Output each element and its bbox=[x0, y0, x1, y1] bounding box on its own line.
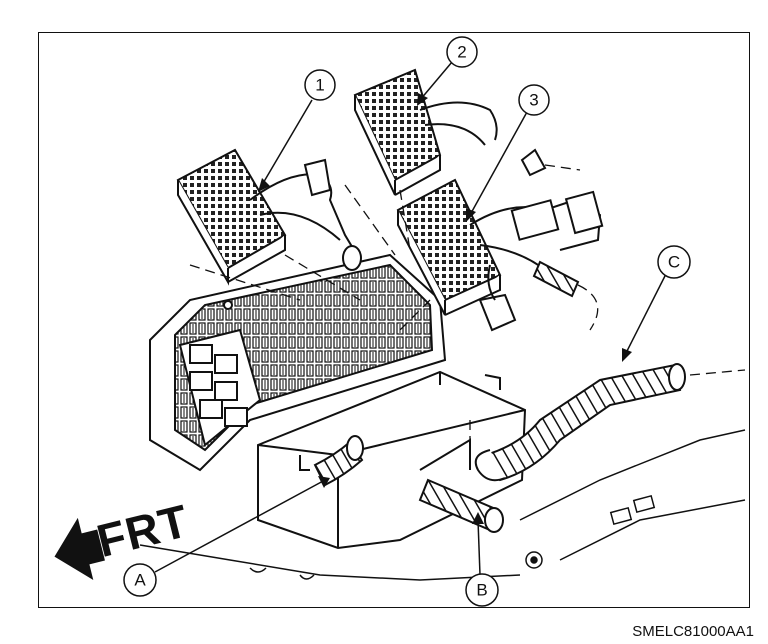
callout-1: 1 bbox=[304, 69, 336, 101]
leader-lines bbox=[154, 61, 669, 576]
callout-2-label: 2 bbox=[457, 42, 466, 61]
callout-3-label: 3 bbox=[529, 90, 538, 109]
callout-1-label: 1 bbox=[315, 75, 324, 94]
callout-a: A bbox=[123, 563, 157, 597]
front-direction-label: FRT bbox=[92, 494, 194, 567]
callout-c-label: C bbox=[668, 252, 680, 271]
callout-b-label: B bbox=[476, 580, 487, 599]
harness-c-tube bbox=[474, 363, 686, 482]
vehicle-body-outline bbox=[139, 429, 746, 581]
callout-2: 2 bbox=[446, 36, 478, 68]
figure-frame bbox=[38, 32, 750, 608]
front-direction-indicator: FRT bbox=[54, 494, 194, 580]
harness-a-tube bbox=[313, 435, 364, 487]
connector-3-block bbox=[396, 148, 604, 332]
leader-arrowheads bbox=[258, 93, 632, 524]
front-arrow-icon bbox=[54, 517, 105, 580]
guide-lines bbox=[189, 164, 746, 450]
connector-1-block bbox=[176, 148, 362, 286]
figure-code: SMELC81000AA1 bbox=[632, 623, 754, 640]
callout-a-label: A bbox=[134, 570, 146, 589]
callout-3: 3 bbox=[518, 84, 550, 116]
connector-2-block bbox=[353, 68, 498, 196]
callout-c: C bbox=[657, 245, 691, 279]
fuse-box bbox=[149, 253, 447, 472]
callout-b: B bbox=[465, 573, 499, 607]
